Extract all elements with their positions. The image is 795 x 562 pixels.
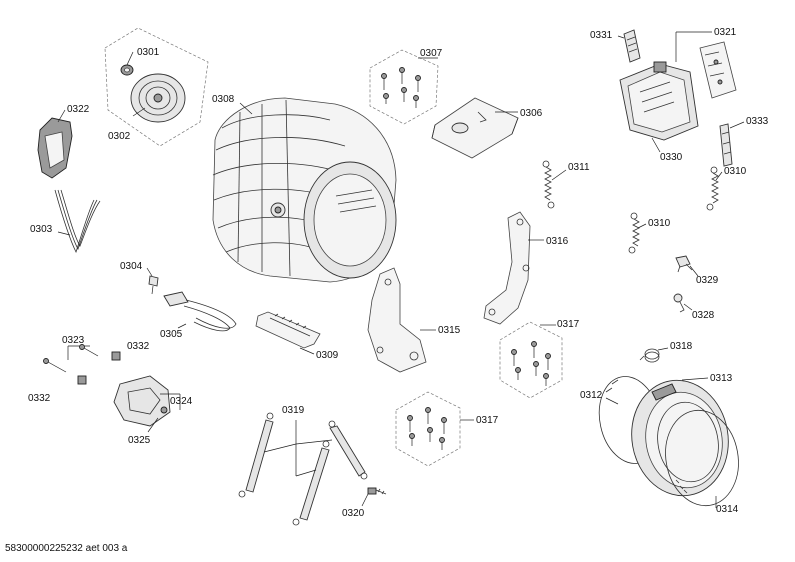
label-0322: 0322 <box>67 104 90 115</box>
screw-set-0317-upper <box>499 321 563 399</box>
spring-0310-lower <box>628 212 647 254</box>
spring-0310-upper <box>706 166 723 211</box>
clip-0329 <box>675 255 699 277</box>
heater-element-0305 <box>163 291 237 332</box>
label-0323: 0323 <box>62 335 85 346</box>
label-0325: 0325 <box>128 435 151 446</box>
label-0324: 0324 <box>170 396 193 407</box>
sensor-0304 <box>146 267 159 295</box>
label-0320: 0320 <box>342 508 365 519</box>
pulley-group <box>104 27 209 147</box>
label-0332-right: 0332 <box>127 341 150 352</box>
label-0302: 0302 <box>108 131 131 142</box>
label-0313: 0313 <box>710 373 733 384</box>
label-0312: 0312 <box>580 390 603 401</box>
label-0306: 0306 <box>520 108 543 119</box>
label-0304: 0304 <box>120 261 143 272</box>
label-0311: 0311 <box>568 162 590 173</box>
label-0305: 0305 <box>160 329 183 340</box>
motor-part <box>37 109 73 179</box>
label-0315: 0315 <box>438 325 461 336</box>
label-0332-left: 0332 <box>28 393 51 404</box>
label-0316: 0316 <box>546 236 569 247</box>
screw-set-0317-lower <box>395 391 474 467</box>
label-0310-upper: 0310 <box>724 166 747 177</box>
shock-absorbers-0319 <box>238 412 368 526</box>
bracket-0315 <box>367 267 436 373</box>
label-0321: 0321 <box>714 27 737 38</box>
label-0331: 0331 <box>590 30 613 41</box>
label-0317-lower: 0317 <box>476 415 499 426</box>
label-0301: 0301 <box>137 47 160 58</box>
spring-0311 <box>542 160 567 209</box>
bolt-0320 <box>361 487 387 507</box>
screw-set-0307 <box>369 49 439 125</box>
drive-belt <box>54 189 101 254</box>
drawing-id: 58300000225232 aet 003 a <box>5 543 128 554</box>
tub-housing <box>212 97 397 283</box>
label-0328: 0328 <box>692 310 715 321</box>
electronics-group <box>617 29 745 167</box>
clip-0328 <box>673 293 693 313</box>
pump-group <box>43 344 181 433</box>
panel-0309 <box>255 311 321 355</box>
cover-plate-0306 <box>431 97 519 159</box>
clamp-0318 <box>639 347 669 363</box>
label-0333: 0333 <box>746 116 769 127</box>
label-0303: 0303 <box>30 224 53 235</box>
label-0307: 0307 <box>420 48 443 59</box>
label-0329: 0329 <box>696 275 719 286</box>
label-0317-upper: 0317 <box>557 319 580 330</box>
label-0319: 0319 <box>282 405 305 416</box>
label-0330: 0330 <box>660 152 683 163</box>
label-0318: 0318 <box>670 341 693 352</box>
door-seal-group <box>598 376 739 508</box>
label-0314: 0314 <box>716 504 739 515</box>
label-0309: 0309 <box>316 350 339 361</box>
label-0308: 0308 <box>212 94 235 105</box>
label-0310-lower: 0310 <box>648 218 671 229</box>
bracket-0316 <box>483 211 544 325</box>
